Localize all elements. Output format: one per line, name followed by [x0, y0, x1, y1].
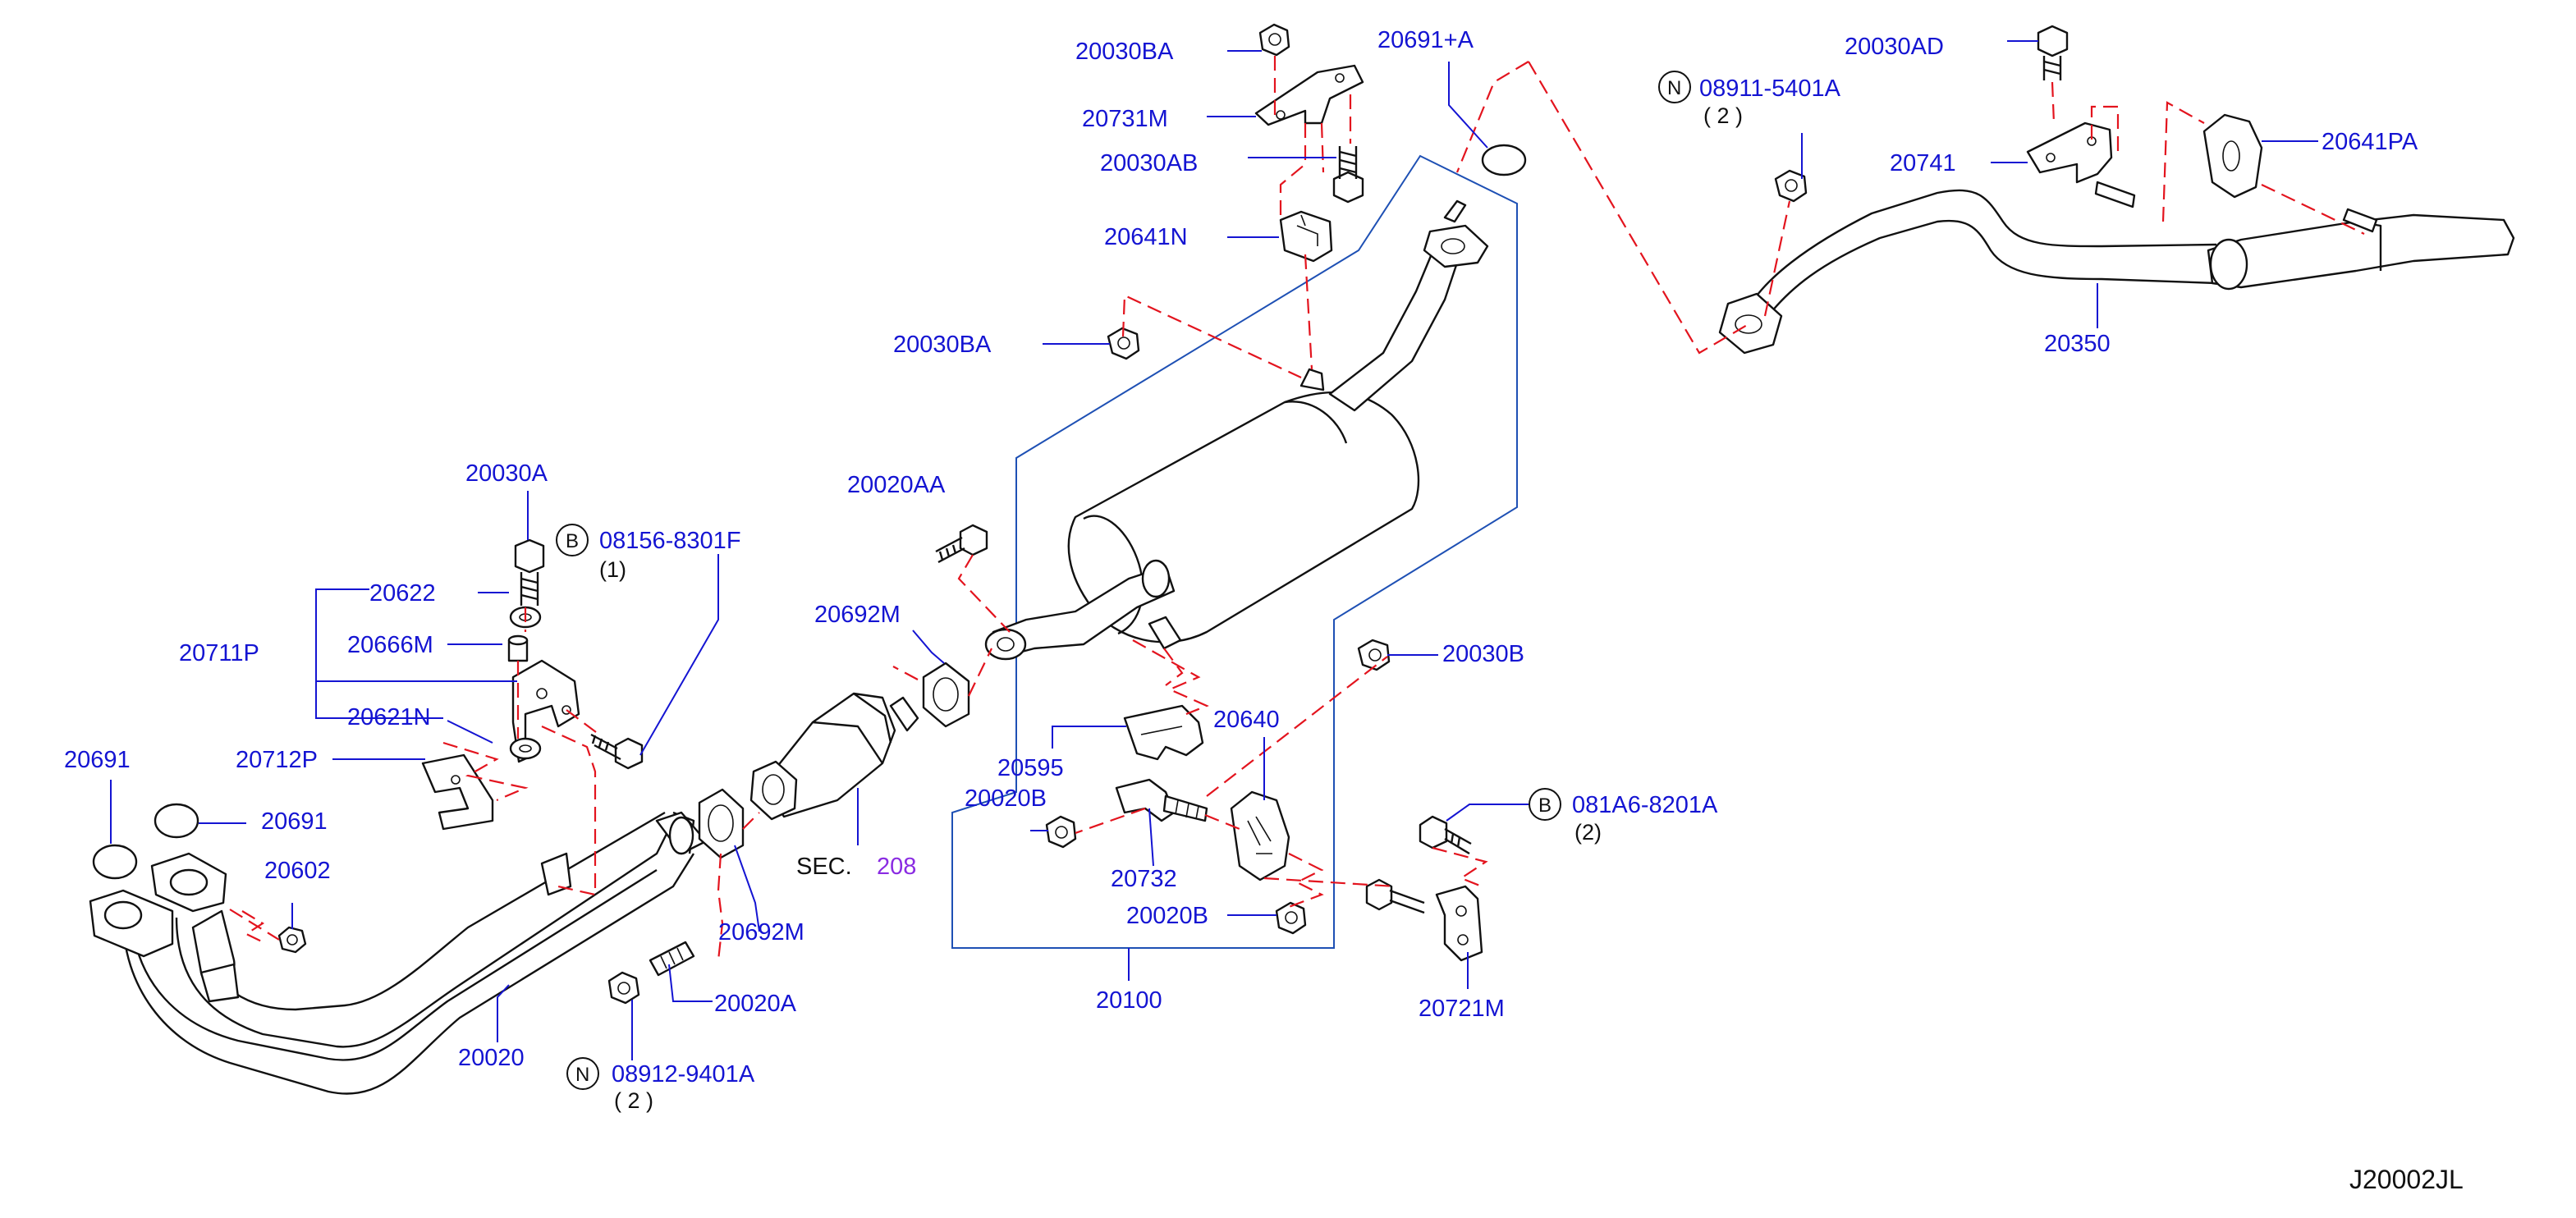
bolt-20030ad [2037, 25, 2069, 80]
fastener-symbol: N [575, 1064, 589, 1086]
label-20711P: 20711P [179, 640, 259, 666]
gasket-20692m-upper [922, 662, 970, 728]
fastener-symbol: B [566, 530, 579, 552]
nut-08912-9401a [607, 971, 640, 1005]
nut-20030ba-top [1258, 23, 1290, 57]
label-20020A: 20020A [714, 991, 797, 1017]
assembly-guide-lines [229, 56, 2365, 961]
bracket-20595 [1123, 704, 1204, 761]
label-20731M: 20731M [1082, 106, 1168, 132]
label-20712P: 20712P [236, 747, 318, 773]
label-20030AD: 20030AD [1845, 34, 1944, 60]
nut-20020b-a [1045, 815, 1077, 849]
label-20100: 20100 [1096, 987, 1162, 1014]
tail-pipe-20350 [1718, 189, 2515, 355]
diagram-code: J20002JL [2349, 1165, 2464, 1194]
nut-08911-5401a [1774, 169, 1808, 203]
bolt-08156-8301f [590, 733, 644, 770]
fastener-qty: ( 2 ) [614, 1088, 653, 1113]
mounting-rubber-20641pa [2202, 113, 2263, 199]
mounting-rubber-20640 [1230, 790, 1290, 881]
gasket-20691-b [154, 803, 199, 839]
label-20692M-bot: 20692M [718, 919, 804, 946]
bolt-20030ab [1332, 146, 1364, 204]
gasket-20691-a [92, 844, 138, 880]
fastener-part-number: 08911-5401A [1699, 76, 1841, 102]
fastener-symbol: N [1667, 77, 1681, 99]
bolt-081a6-8201a [1419, 815, 1472, 855]
label-20030AB: 20030AB [1100, 150, 1198, 176]
label-20350: 20350 [2044, 331, 2111, 357]
bracket-20741 [2026, 121, 2136, 208]
label-20641PA: 20641PA [2322, 129, 2418, 155]
n-symbol-icon [566, 1057, 599, 1090]
label-20666M: 20666M [347, 632, 433, 658]
nut-20602 [277, 926, 307, 954]
label-20692M-top: 20692M [814, 602, 901, 628]
label-20621N: 20621N [347, 704, 431, 730]
nut-20030ba-mid [1107, 327, 1140, 360]
main-muffler [984, 199, 1489, 661]
label-20691A: 20691+A [1377, 27, 1474, 53]
front-exhaust-pipe [89, 811, 708, 1095]
nut-20020b-b [1275, 901, 1307, 935]
b-symbol-icon [1529, 788, 1561, 821]
bracket-20731m [1254, 64, 1364, 126]
label-20721M: 20721M [1419, 996, 1505, 1022]
fastener-qty: (1) [599, 557, 626, 582]
fastener-callout-08912-9401a: N 08912-9401A ( 2 ) [566, 1057, 755, 1113]
mounting-rubber-20641n [1279, 210, 1333, 263]
catalytic-converter [749, 692, 919, 821]
fastener-callout-08911-5401a: N 08911-5401A ( 2 ) [1658, 71, 1841, 128]
section-ref-prefix: SEC. [796, 854, 852, 880]
label-20640: 20640 [1213, 707, 1280, 733]
label-20020B-a: 20020B [965, 785, 1047, 812]
bracket-20712p [421, 753, 494, 831]
leader-lines [110, 40, 2318, 1060]
fastener-callout-08156-8301f: B 08156-8301F (1) [556, 524, 741, 582]
label-20030B: 20030B [1442, 641, 1524, 667]
label-20691-a: 20691 [64, 747, 131, 773]
spacer-20666m [507, 634, 529, 662]
label-20020: 20020 [458, 1045, 525, 1071]
label-20030BA-mid: 20030BA [893, 332, 992, 358]
gasket-20692m-lower [698, 788, 745, 859]
fastener-symbol: B [1538, 794, 1552, 817]
label-20732: 20732 [1111, 866, 1177, 892]
bolt-20020aa [935, 524, 988, 564]
label-20641N: 20641N [1104, 224, 1188, 250]
fastener-qty: ( 2 ) [1703, 103, 1743, 128]
label-20020B-b: 20020B [1126, 903, 1208, 929]
n-symbol-icon [1658, 71, 1691, 103]
nut-20030b [1357, 639, 1391, 671]
section-ref-number[interactable]: 208 [877, 854, 916, 880]
bolt-20030a [514, 538, 545, 606]
fastener-qty: (2) [1574, 820, 1602, 845]
stud-20020a [649, 941, 695, 977]
bracket-20732 [1115, 778, 1208, 822]
fastener-callout-081a6-8201a: B 081A6-8201A (2) [1529, 788, 1718, 845]
label-20741: 20741 [1890, 150, 1956, 176]
washer-20621n [509, 737, 542, 760]
fastener-part-number: 081A6-8201A [1572, 792, 1718, 818]
bracket-20721m [1365, 878, 1483, 962]
b-symbol-icon [556, 524, 589, 556]
label-20602: 20602 [264, 858, 331, 884]
group-boundary-20100 [951, 154, 1518, 949]
label-20595: 20595 [997, 755, 1064, 781]
label-20020AA: 20020AA [847, 472, 946, 498]
gasket-20691a [1481, 144, 1527, 176]
label-20030A: 20030A [465, 460, 548, 487]
label-20030BA-top: 20030BA [1075, 39, 1174, 65]
label-20622: 20622 [369, 580, 436, 607]
fastener-part-number: 08156-8301F [599, 528, 741, 554]
fastener-part-number: 08912-9401A [612, 1061, 755, 1088]
label-20691-b: 20691 [261, 808, 328, 835]
